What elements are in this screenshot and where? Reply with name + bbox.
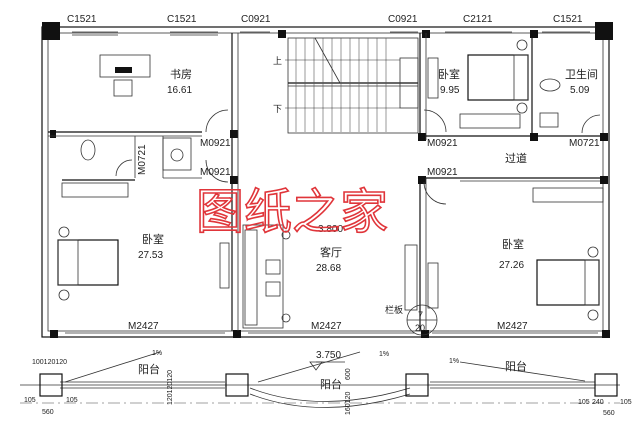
- room-name-right-bedroom: 卧室: [502, 237, 524, 251]
- living-sofa: [242, 224, 291, 329]
- door-label: M0921: [200, 138, 231, 149]
- railing-detail: [406, 304, 438, 336]
- room-name-corridor: 过道: [505, 151, 527, 165]
- balcony-left-label: 阳台: [138, 362, 160, 376]
- railing-detail-top: 7: [418, 310, 423, 320]
- living-elevation: 3.800: [318, 224, 343, 235]
- balcony-right-label: 阳台: [505, 359, 527, 373]
- watermark: 图纸之家: [196, 184, 388, 240]
- dim-label: 600: [345, 368, 352, 380]
- window-label: C0921: [241, 14, 271, 25]
- dim-label: 105: [66, 397, 78, 404]
- door-label: M0721: [569, 138, 600, 149]
- balcony: [20, 351, 620, 408]
- dim-label: 560: [42, 409, 54, 416]
- column: [42, 22, 60, 40]
- room-name-study: 书房: [170, 68, 192, 81]
- left-bathroom-fixtures: [61, 137, 192, 198]
- door-label: M0921: [427, 167, 458, 178]
- stair-up-label: 上: [273, 56, 282, 66]
- railing-detail-bottom: 20: [415, 323, 425, 333]
- dim-label: 160120: [345, 392, 352, 415]
- dim-label: 560: [603, 410, 615, 417]
- small-bedroom-bed: [427, 39, 561, 129]
- window-label: C1521: [67, 14, 97, 25]
- dim-label: 105: [578, 399, 590, 406]
- left-bedroom-bed: [57, 226, 230, 301]
- room-area-study: 16.61: [167, 85, 192, 96]
- room-area-bathroom: 5.09: [570, 85, 590, 96]
- top-windows: [72, 31, 590, 36]
- dim-label: 100120120: [32, 359, 67, 366]
- room-name-small-bedroom: 卧室: [438, 67, 460, 81]
- room-area-left-bedroom: 27.53: [138, 250, 163, 261]
- door-label: M2427: [128, 321, 159, 332]
- balcony-elevation: 3.750: [316, 350, 341, 361]
- door-swings: [115, 109, 601, 205]
- dim-label: 120120120: [167, 370, 174, 405]
- balcony-center-label: 阳台: [320, 377, 342, 391]
- room-area-living: 28.68: [316, 263, 341, 274]
- room-area-right-bedroom: 27.26: [499, 260, 524, 271]
- slope-label: 1%: [379, 351, 389, 358]
- dim-label: 105: [620, 399, 632, 406]
- window-label: C1521: [167, 14, 197, 25]
- window-label: C0921: [388, 14, 418, 25]
- window-label: C2121: [463, 14, 493, 25]
- room-area-small-bedroom: 9.95: [440, 85, 460, 96]
- right-bedroom-bed: [532, 187, 604, 321]
- dim-label: 240: [592, 399, 604, 406]
- door-label: M0921: [427, 138, 458, 149]
- railing-label: 栏板: [385, 304, 403, 315]
- tv-cabinet: [404, 244, 439, 311]
- study-desk: [99, 54, 151, 97]
- room-name-left-bedroom: 卧室: [142, 232, 164, 246]
- interior-walls: [48, 33, 600, 331]
- dim-label: 105: [24, 397, 36, 404]
- door-label: M2427: [311, 321, 342, 332]
- door-label: M0721: [137, 144, 148, 175]
- room-name-living: 客厅: [320, 245, 342, 259]
- room-name-bathroom: 卫生间: [565, 67, 598, 81]
- staircase: [285, 37, 419, 134]
- stair-down-label: 下: [273, 104, 282, 114]
- door-label: M2427: [497, 321, 528, 332]
- exterior-walls: [41, 22, 613, 338]
- door-label: M0921: [200, 167, 231, 178]
- slope-label: 1%: [449, 358, 459, 365]
- slope-label: 1%: [152, 350, 162, 357]
- window-label: C1521: [553, 14, 583, 25]
